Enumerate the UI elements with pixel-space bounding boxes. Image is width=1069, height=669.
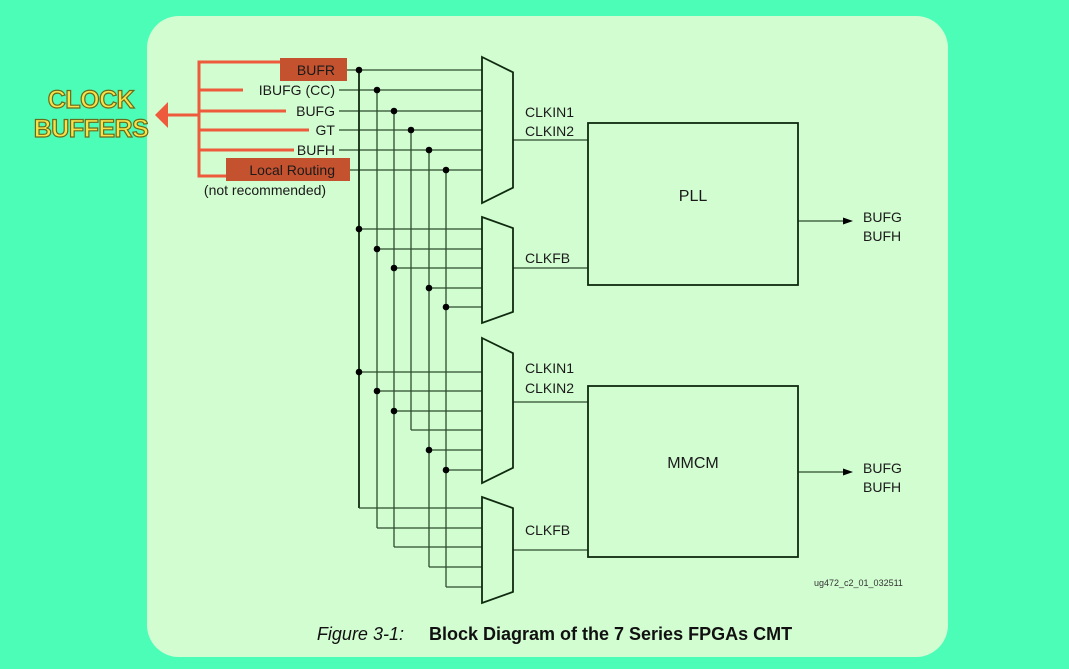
source-highlight-box (280, 58, 347, 81)
source-label: Local Routing (249, 162, 335, 178)
source-label: BUFH (297, 142, 335, 158)
junction-dot (425, 446, 433, 454)
junction-dot (425, 284, 433, 292)
output-label: BUFH (863, 479, 901, 495)
junction-dot (442, 466, 450, 474)
input-label: CLKIN2 (525, 123, 574, 139)
callout-arrow-icon (155, 102, 168, 128)
junction-dot (373, 86, 381, 94)
source-highlight-box (226, 158, 350, 181)
output-label: BUFG (863, 209, 902, 225)
input-label: CLKIN1 (525, 360, 574, 376)
figure-title: Block Diagram of the 7 Series FPGAs CMT (428, 624, 793, 644)
mux-pll-clkin (481, 55, 514, 205)
clock-buffers-bracket (155, 60, 309, 178)
output-label: BUFH (863, 228, 901, 244)
sources-note: (not recommended) (204, 182, 326, 198)
junction-dot (425, 146, 433, 154)
junction-dot (390, 107, 398, 115)
callout-line-2: BUFFERS (33, 114, 149, 143)
mux-pll-clkfb (481, 215, 514, 325)
output-arrow-icon (843, 468, 853, 476)
block-label: MMCM (667, 455, 719, 472)
source-label: BUFR (297, 62, 335, 78)
source-label: BUFG (296, 103, 335, 119)
clock-buffers-callout: CLOCK BUFFERS (24, 85, 158, 144)
mux-mmcm-clkfb (481, 495, 514, 605)
callout-line-1: CLOCK (47, 85, 135, 114)
mux-mmcm-clkin (481, 336, 514, 485)
block-pll (587, 122, 799, 286)
figure-id: ug472_c2_01_032511 (814, 578, 903, 588)
junction-dot (390, 264, 398, 272)
figure-number: Figure 3-1: (316, 624, 404, 644)
junction-dot (442, 303, 450, 311)
junction-dot (390, 407, 398, 415)
blocks (587, 122, 799, 558)
junction-dot (355, 66, 363, 74)
block-mmcm (587, 385, 799, 558)
junction-dot (355, 225, 363, 233)
junction-dot (355, 368, 363, 376)
junction-dot (442, 166, 450, 174)
figure-caption: Figure 3-1: Block Diagram of the 7 Serie… (0, 624, 1069, 645)
input-label: CLKIN2 (525, 380, 574, 396)
muxes (481, 55, 514, 605)
junction-dot (407, 126, 415, 134)
feedback-label: CLKFB (525, 250, 570, 266)
junction-dot (373, 245, 381, 253)
source-label: GT (316, 122, 336, 138)
labels: BUFR IBUFG (CC) BUFG GT BUFH Local Routing (no… (204, 58, 902, 538)
input-label: CLKIN1 (525, 104, 574, 120)
block-label: PLL (679, 188, 708, 205)
wires (339, 66, 853, 588)
output-arrow-icon (843, 217, 853, 225)
junction-dot (373, 387, 381, 395)
output-label: BUFG (863, 460, 902, 476)
source-label: IBUFG (CC) (259, 82, 335, 98)
feedback-label: CLKFB (525, 522, 570, 538)
